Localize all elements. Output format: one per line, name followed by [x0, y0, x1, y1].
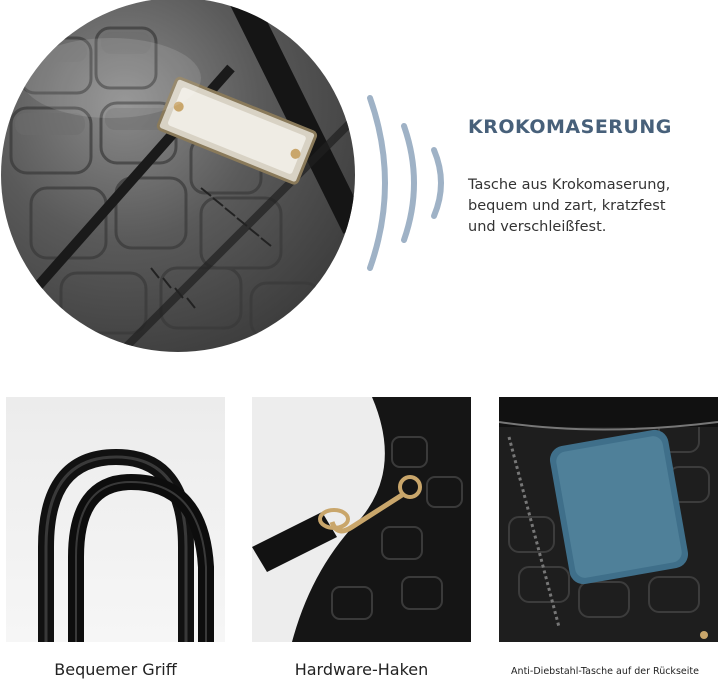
wave-arcs-icon — [367, 95, 444, 271]
description-line: bequem und zart, kratzfest — [468, 198, 666, 214]
hook-image — [252, 397, 471, 642]
back-pocket-image — [499, 397, 718, 642]
description-line: Tasche aus Krokomaserung, — [468, 177, 671, 193]
description-line: und verschleißfest. — [468, 219, 607, 235]
bag-handle-image — [6, 397, 225, 642]
feature-description: Tasche aus Krokomaserung, bequem und zar… — [468, 175, 713, 238]
crocodile-texture-art — [1, 0, 355, 352]
caption-handle: Bequemer Griff — [54, 660, 177, 679]
crocodile-texture-closeup — [1, 0, 355, 352]
feature-title: KROKOMASERUNG — [468, 116, 672, 138]
caption-back-pocket: Anti-Diebstahl-Tasche auf der Rückseite — [511, 666, 699, 677]
caption-hook: Hardware-Haken — [294, 660, 429, 679]
